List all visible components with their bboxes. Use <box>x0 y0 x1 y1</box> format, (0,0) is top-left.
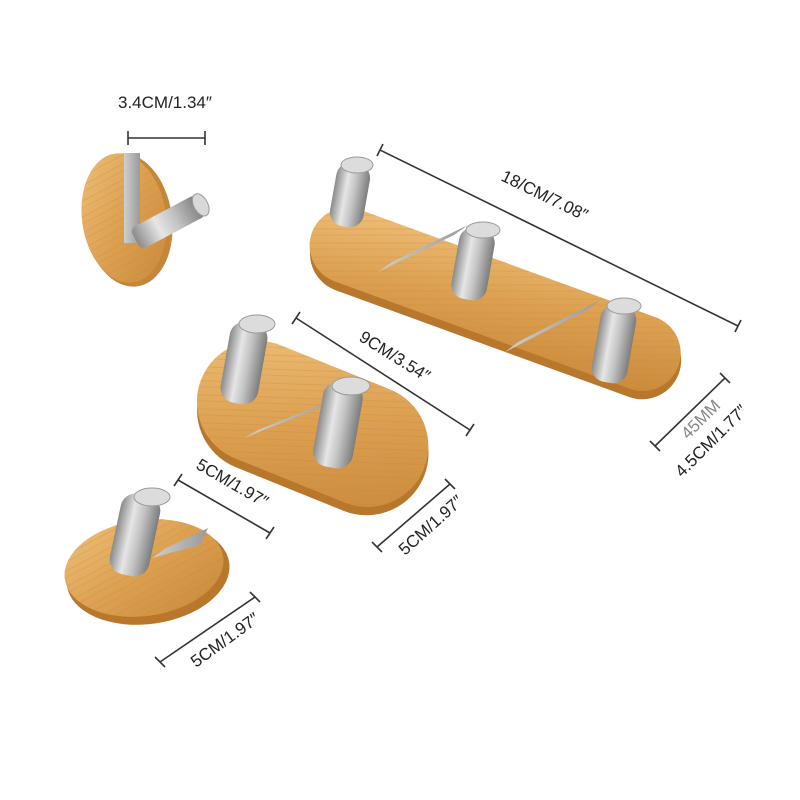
bar-rack-grain <box>309 207 681 392</box>
bar-rack-plate-1 <box>378 225 468 272</box>
large-round-hook-pin <box>109 487 171 577</box>
small-round-hook-pin <box>131 193 210 249</box>
bar-length-label: 18/CM/7.08″ <box>498 167 591 225</box>
oval-rack-pin-1 <box>220 314 276 405</box>
bar-rack-plate-2 <box>505 300 600 352</box>
oval-rack-plate <box>244 395 345 438</box>
bar-rack-pin-1 <box>329 156 374 228</box>
single-hook-large-round <box>64 487 230 625</box>
oval-length-label: 9CM/3.54″ <box>356 327 434 385</box>
small-round-width-label: 3.4CM/1.34″ <box>118 93 212 112</box>
dimension-small-round-width: 3.4CM/1.34″ <box>118 93 212 145</box>
oval-side-label: 5CM/1.97″ <box>395 492 467 559</box>
oval-rack-pin-2 <box>313 376 371 469</box>
single-hook-small-round <box>81 153 210 287</box>
double-hook-oval-rack <box>196 314 429 516</box>
small-round-mount-plate <box>124 153 140 243</box>
bar-rack-pin-3 <box>591 297 642 384</box>
four-prong-bar-rack <box>309 156 682 400</box>
large-round-mount-plate <box>152 528 208 558</box>
bar-rack-pin-2 <box>451 221 501 301</box>
